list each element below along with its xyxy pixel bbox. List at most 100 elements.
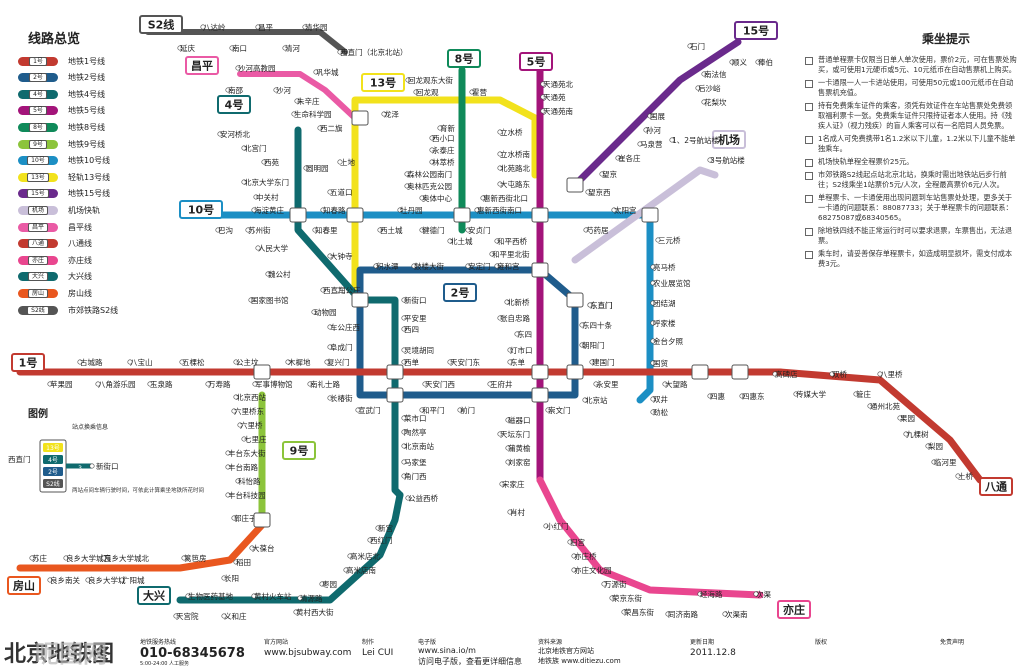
batong-label: 高碑店 — [775, 369, 798, 379]
tips-list: 普通单程票卡仅限当日单人单次使用，票价2元，可在售票处购买，或可使用1元硬币或5… — [805, 55, 1017, 272]
station-dot — [245, 227, 251, 233]
line1-label: 八角游乐园 — [98, 379, 136, 389]
example-code: 2号 — [48, 469, 58, 476]
hotline-number: 010-68345678 — [140, 646, 245, 661]
station-dot — [437, 125, 443, 131]
station-dot — [241, 145, 247, 151]
line9-label: 北京西站 — [236, 392, 266, 402]
station-dot — [401, 315, 407, 321]
station-dot — [707, 157, 713, 163]
update-date: 2011.12.8 — [690, 648, 736, 658]
legend-swatch: 8号 — [18, 122, 58, 132]
fangshan-label: 良乡大学城北 — [104, 553, 149, 563]
line2-label: 车公庄 — [338, 285, 361, 295]
email-link[interactable]: www.sina.io/m — [418, 646, 476, 655]
station-dot — [401, 359, 407, 365]
tip-item: 一卡通限一人一卡进站使用，可使用50元或100元纸币在自动售票机充值。 — [805, 78, 1017, 98]
line15-label: 崔各庄 — [618, 153, 641, 163]
example-title: 图例 — [28, 409, 48, 420]
daxing-label: 高米店北 — [350, 551, 380, 561]
station-dot — [497, 181, 503, 187]
station-dot — [47, 381, 53, 387]
source-label: 资料来源 — [538, 639, 563, 646]
station-dot — [235, 478, 241, 484]
station-dot — [185, 593, 191, 599]
station-dot — [615, 155, 621, 161]
batong-label: 管庄 — [856, 389, 871, 399]
tag-changping: 昌平 — [191, 60, 213, 73]
line15-label: 孙河 — [646, 125, 661, 135]
legend-label: 八通线 — [68, 239, 92, 249]
legend-swatch: 亦庄 — [18, 255, 58, 265]
line5-label: 北新桥 — [507, 297, 530, 307]
station-dot — [637, 141, 643, 147]
legend-swatch: 9号 — [18, 139, 58, 149]
station-dot — [241, 436, 247, 442]
station-dot — [377, 227, 383, 233]
station-dot — [324, 359, 330, 365]
station-dot — [480, 195, 486, 201]
station-dot — [419, 195, 425, 201]
legend-code: 8号 — [29, 122, 47, 132]
tag-fangshan-box — [7, 576, 41, 595]
station-dot — [411, 263, 417, 269]
line10-label: 劲松 — [653, 407, 668, 417]
legend-swatch: 大兴 — [18, 272, 58, 282]
station-dot — [650, 338, 656, 344]
line5-label: 天通苑南 — [543, 106, 573, 116]
author-label: 制作 — [362, 639, 375, 646]
line5-label: 宋家庄 — [502, 479, 525, 489]
line5-label: 天坛东门 — [500, 429, 530, 439]
s2-label: 八达岭 — [203, 22, 226, 32]
fangshan-label: 广阳城 — [122, 575, 145, 585]
line4-label: 圆明园 — [306, 164, 329, 173]
station-dot — [643, 127, 649, 133]
tip-item: 市郊铁路S2线起点站北京北站，换乘时需出地铁站后步行前往；S2线乘坐1站票价5元… — [805, 170, 1017, 190]
station-dot — [327, 324, 333, 330]
airport-label: 3号航站楼 — [710, 155, 745, 165]
line8-label: 西小口 — [432, 134, 455, 143]
line13-label: 回龙观东大街 — [408, 75, 453, 85]
daxing-label: 生物医药基地 — [188, 591, 233, 601]
legend-label: 轻轨13号线 — [68, 172, 111, 182]
airport-label: 东直门 — [590, 300, 613, 310]
s2-label: 南口 — [232, 43, 247, 53]
station-dot — [739, 393, 745, 399]
station-dot — [327, 395, 333, 401]
line2-label: 鼓楼大街 — [414, 261, 444, 271]
station-dot — [599, 171, 605, 177]
station-dot — [419, 227, 425, 233]
site-link[interactable]: www.bjsubway.com — [264, 648, 352, 658]
station-dot — [313, 69, 319, 75]
yizhuang-label: 旧宫 — [570, 537, 585, 547]
station-dot — [650, 396, 656, 402]
tag-15-box — [734, 21, 778, 40]
station-dot — [375, 525, 381, 531]
station-dot — [422, 381, 428, 387]
line5-label: 雍和宫 — [497, 261, 520, 271]
line10-label: 金台夕照 — [653, 336, 683, 346]
legend-code: 10号 — [27, 156, 49, 166]
station-dot — [85, 577, 91, 583]
transfer-station — [386, 387, 404, 403]
station-dot — [320, 207, 326, 213]
example-station-right: 新街口 — [96, 461, 119, 471]
line2-label: 朝阳门 — [582, 341, 605, 350]
line4-label: 阜成门 — [330, 342, 353, 352]
transfer-station — [346, 207, 364, 223]
line15-label: 顺义 — [732, 58, 747, 67]
station-dot — [931, 459, 937, 465]
checkbox-icon — [805, 80, 813, 88]
line13-north — [351, 96, 539, 179]
station-dot — [401, 429, 407, 435]
station-dot — [583, 227, 589, 233]
station-dot — [545, 407, 551, 413]
daxing-label: 黄村火车站 — [254, 591, 292, 601]
hotline-hours: 5:00-24:00 人工服务 — [140, 661, 190, 667]
station-dot — [217, 131, 223, 137]
watermark: 昵图网 — [35, 640, 107, 668]
legend-item: 机场机场快轨 — [18, 205, 100, 215]
line13-label: 西直门 — [323, 285, 346, 295]
line5-label: 北苑路北 — [500, 163, 530, 173]
